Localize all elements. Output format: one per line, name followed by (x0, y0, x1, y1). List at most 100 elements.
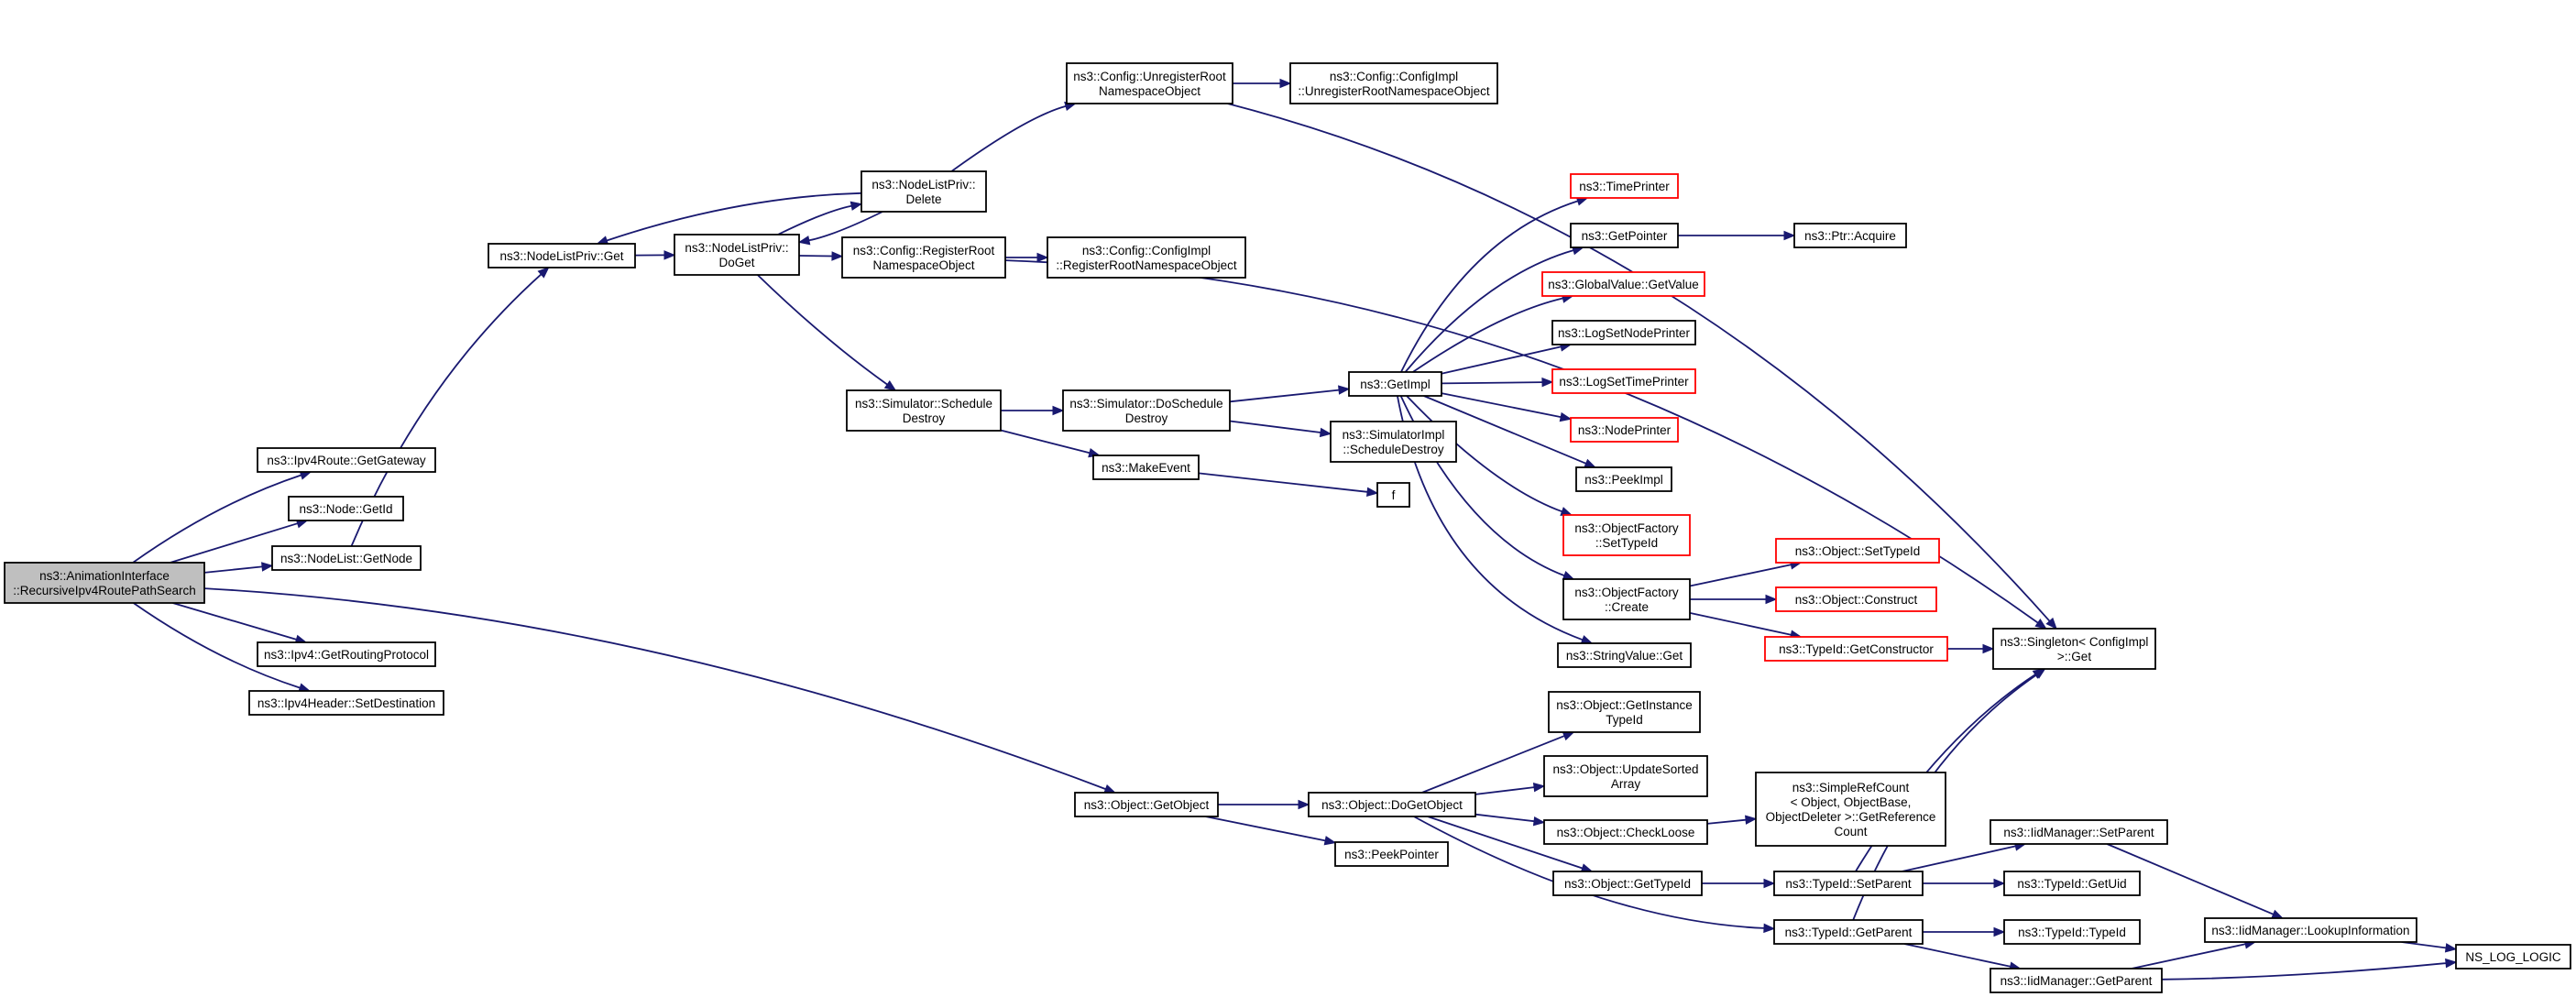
node-iidSetParent[interactable]: ns3::IidManager::SetParent (1990, 819, 2168, 845)
node-box (1548, 691, 1701, 733)
node-globalValueGetValue[interactable]: ns3::GlobalValue::GetValue (1541, 271, 1705, 297)
node-logSetTimePrinter[interactable]: ns3::LogSetTimePrinter (1551, 368, 1696, 394)
node-makeEvent[interactable]: ns3::MakeEvent (1092, 455, 1200, 480)
node-label-line: ns3::SimpleRefCount (1792, 781, 1910, 794)
node-label-line: ns3::GlobalValue::GetValue (1548, 278, 1699, 291)
node-simSchedDestroy[interactable]: ns3::Simulator::ScheduleDestroy (846, 389, 1002, 432)
node-cfgImplRegister[interactable]: ns3::Config::ConfigImpl::RegisterRootNam… (1047, 236, 1246, 279)
edge-objectGetObject-to-objectDoGetObject (1218, 799, 1310, 810)
edge-root-to-getRoutingProtocol (172, 602, 308, 644)
node-objCheckLoose[interactable]: ns3::Object::CheckLoose (1543, 819, 1708, 845)
node-objectSetTypeId[interactable]: ns3::Object::SetTypeId (1775, 538, 1940, 564)
node-nlpGet[interactable]: ns3::NodeListPriv::Get (488, 243, 636, 268)
node-cfgRegister[interactable]: ns3::Config::RegisterRootNamespaceObject (841, 236, 1006, 279)
node-label-line: ns3::StringValue::Get (1566, 649, 1683, 663)
node-box (841, 236, 1006, 279)
arrow-head (663, 250, 676, 260)
node-objFactorySetTypeId[interactable]: ns3::ObjectFactory::SetTypeId (1562, 514, 1691, 556)
edge-line (203, 587, 1106, 790)
node-timePrinter[interactable]: ns3::TimePrinter (1570, 173, 1679, 199)
edge-objGetTypeId-to-typeIdSetParent (1702, 878, 1776, 889)
node-label-line: ns3::Ipv4::GetRoutingProtocol (264, 648, 429, 662)
node-objGetTypeId[interactable]: ns3::Object::GetTypeId (1552, 871, 1703, 896)
edge-objFactoryCreate-to-objectConstruct (1690, 594, 1778, 605)
node-getPointer[interactable]: ns3::GetPointer (1570, 223, 1679, 248)
node-box (1990, 819, 2168, 845)
arrow-head (1584, 458, 1597, 468)
node-typeIdGetConstructor[interactable]: ns3::TypeId::GetConstructor (1764, 636, 1948, 662)
node-logSetNodePrinter[interactable]: ns3::LogSetNodePrinter (1551, 320, 1696, 345)
arrow-head (1993, 878, 2006, 889)
node-label-line: ns3::Config::UnregisterRoot (1073, 70, 1226, 83)
node-box (248, 690, 444, 716)
node-label-line: ns3::GetPointer (1582, 229, 1668, 243)
node-iidGetParent[interactable]: ns3::IidManager::GetParent (1990, 968, 2163, 993)
node-label-line: ns3::ObjectFactory (1574, 521, 1679, 535)
arrow-head (1036, 252, 1049, 263)
node-label-line: ns3::Object::DoGetObject (1321, 798, 1463, 812)
node-peekPointer[interactable]: ns3::PeekPointer (1334, 841, 1449, 867)
edge-objectDoGetObject-to-objCheckLoose (1474, 813, 1546, 827)
node-iidLookup[interactable]: ns3::IidManager::LookupInformation (2204, 917, 2417, 943)
node-label-line: ns3::NodeListPriv:: (871, 178, 975, 192)
node-getRoutingProtocol[interactable]: ns3::Ipv4::GetRoutingProtocol (257, 641, 436, 667)
node-nodePrinter[interactable]: ns3::NodePrinter (1570, 417, 1679, 443)
arrow-head (1541, 377, 1554, 388)
node-objectGetObject[interactable]: ns3::Object::GetObject (1074, 792, 1219, 817)
node-nsLogLogic[interactable]: NS_LOG_LOGIC (2455, 944, 2571, 970)
node-label-line: NamespaceObject (872, 258, 974, 272)
arrow-head (1562, 571, 1575, 580)
arrow-head (1765, 594, 1778, 605)
arrow-head (1052, 405, 1065, 416)
node-typeIdTypeId[interactable]: ns3::TypeId::TypeId (2003, 919, 2141, 945)
node-ptrAcquire[interactable]: ns3::Ptr::Acquire (1793, 223, 1907, 248)
node-simpleRefCount[interactable]: ns3::SimpleRefCount< Object, ObjectBase,… (1755, 772, 1946, 847)
node-label-line: ns3::Simulator::Schedule (855, 397, 992, 411)
node-typeIdGetParent[interactable]: ns3::TypeId::GetParent (1773, 919, 1924, 945)
node-root[interactable]: ns3::AnimationInterface::RecursiveIpv4Ro… (4, 562, 205, 604)
node-label-line: ns3::PeekImpl (1584, 473, 1663, 487)
edge-objFactoryCreate-to-objectSetTypeId (1689, 560, 1803, 587)
node-peekImpl[interactable]: ns3::PeekImpl (1575, 466, 1672, 492)
arrow-head (1559, 411, 1573, 422)
node-nlpDelete[interactable]: ns3::NodeListPriv::Delete (860, 170, 987, 213)
node-getGateway[interactable]: ns3::Ipv4Route::GetGateway (257, 447, 436, 473)
edge-objectGetObject-to-peekPointer (1205, 816, 1337, 846)
node-getImpl[interactable]: ns3::GetImpl (1348, 371, 1442, 397)
node-stringValueGet[interactable]: ns3::StringValue::Get (1557, 642, 1692, 668)
node-label-line: >::Get (2057, 650, 2091, 663)
node-cfgUnregister[interactable]: ns3::Config::UnregisterRootNamespaceObje… (1066, 62, 1233, 104)
edge-typeIdSetParent-to-typeIdGetUid (1923, 878, 2006, 889)
node-cfgImplUnregister[interactable]: ns3::Config::ConfigImpl::UnregisterRootN… (1289, 62, 1498, 104)
edge-line (1004, 259, 2039, 624)
edge-line (1903, 943, 2011, 968)
edge-makeEvent-to-f (1198, 472, 1379, 497)
node-objFactoryCreate[interactable]: ns3::ObjectFactory::Create (1562, 578, 1691, 620)
edge-line (1404, 249, 1574, 373)
node-box (2003, 871, 2141, 896)
node-nodeGetId[interactable]: ns3::Node::GetId (288, 496, 404, 521)
edge-simDoSchedDestroy-to-getImpl (1229, 385, 1351, 403)
node-simImplSchedDestroy[interactable]: ns3::SimulatorImpl::ScheduleDestroy (1330, 421, 1457, 463)
node-label-line: ns3::Object::SetTypeId (1795, 544, 1921, 558)
node-box (1557, 642, 1692, 668)
node-singletonGet[interactable]: ns3::Singleton< ConfigImpl >::Get (1992, 628, 2156, 670)
node-typeIdSetParent[interactable]: ns3::TypeId::SetParent (1773, 871, 1924, 896)
node-typeIdGetUid[interactable]: ns3::TypeId::GetUid (2003, 871, 2141, 896)
node-box (1047, 236, 1246, 279)
node-nodeListGetNode[interactable]: ns3::NodeList::GetNode (271, 545, 422, 571)
node-box (1570, 173, 1679, 199)
node-f[interactable]: f (1376, 482, 1410, 508)
node-objectDoGetObject[interactable]: ns3::Object::DoGetObject (1308, 792, 1476, 817)
node-nlpDoGet[interactable]: ns3::NodeListPriv::DoGet (674, 234, 800, 276)
node-label-line: ns3::Object::GetObject (1084, 798, 1210, 812)
edge-line (1441, 392, 1562, 418)
edge-line (757, 274, 888, 386)
node-label-line: ::Create (1605, 600, 1649, 614)
node-setDestination[interactable]: ns3::Ipv4Header::SetDestination (248, 690, 444, 716)
node-objectConstruct[interactable]: ns3::Object::Construct (1775, 586, 1937, 612)
arrow-head (1993, 926, 2006, 937)
